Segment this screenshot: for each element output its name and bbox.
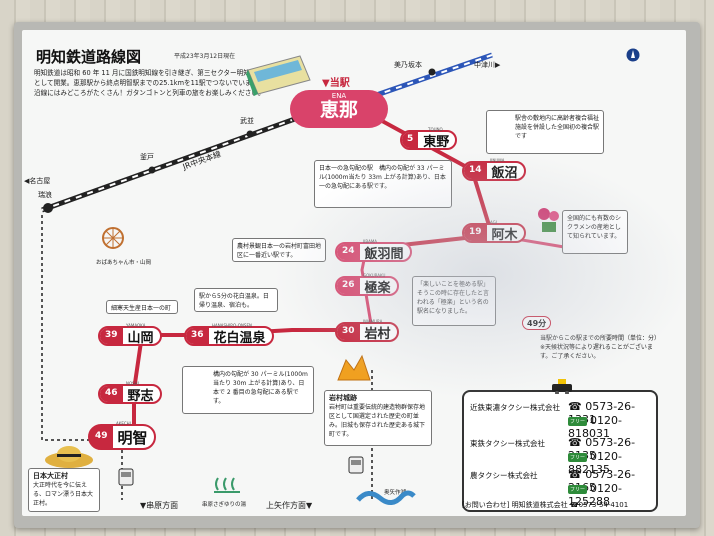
taxi-company-3: 農タクシー株式会社 [470, 471, 538, 480]
note-iwamura-body: 岩村町は重要伝統的建造物群保存地区として国選定された歴史の町並み。旧城も保存され… [329, 404, 426, 438]
intro-text: 明知鉄道は昭和 60 年 11 月に国鉄明知線を引き継ぎ、第三セクター明知鉄道と… [34, 69, 265, 97]
station-reading: GOKURAKU [363, 273, 386, 278]
station-hanashiro-onsen[interactable]: HANASHIRO-ONSEN 36 花白温泉 [184, 323, 274, 346]
station-name: 明智 [117, 428, 148, 447]
note-hanashiro: 駅から5分の花白温泉。日帰り温泉、宿泊も。 [194, 288, 278, 312]
note-akechi-title: 日本大正村 [33, 472, 68, 480]
route-map-board: 明知鉄道路線図 平成23年3月12日現在 明知鉄道は昭和 60 年 11 月に国… [22, 30, 686, 516]
note-obaachan: おばあちゃん市・山岡 [96, 260, 152, 266]
station-yamaoka[interactable]: YAMAOKA 39 山岡 [98, 323, 162, 346]
jr-takenami-label: 武並 [240, 117, 254, 125]
station-reading: TOUNO [428, 127, 443, 132]
station-reading: NOSHI [126, 381, 139, 386]
jr-minosakamoto-label: 美乃坂本 [394, 61, 422, 69]
station-gokuraku[interactable]: GOKURAKU 26 極楽 [335, 273, 399, 296]
bus-icon-2 [348, 456, 364, 474]
station-reading: IWAMURA [363, 319, 383, 324]
minutes-badge: 39 [100, 328, 123, 344]
map-title: 明知鉄道路線図 [36, 48, 142, 66]
note-yamaoka: 細寒天生産日本一の町 [106, 300, 178, 314]
station-name: 野志 [127, 388, 154, 404]
note-gokuraku: 「楽しいことを極める駅」そうこの時に存在したと言われる「極楽」という名の駅名にな… [412, 276, 496, 326]
minutes-badge: 19 [464, 225, 487, 241]
time-legend-badge: 49分 [522, 316, 552, 330]
minutes-badge: 14 [464, 163, 487, 179]
jr-nagoya-label: ◀名古屋 [24, 177, 51, 185]
minutes-badge: 30 [337, 324, 360, 340]
station-name: 恵那 [319, 99, 358, 121]
minutes-badge: 46 [100, 386, 123, 402]
minutes-badge: 36 [186, 328, 209, 344]
taxi-info-panel: 近鉄東濃タクシー株式会社 ☎ 0573-26-1331 フリー0120-8180… [462, 379, 658, 512]
taxi-company-1: 近鉄東濃タクシー株式会社 [470, 403, 560, 412]
station-touno[interactable]: TOUNO 5 東野 [400, 127, 458, 150]
station-reading: ENA [331, 92, 347, 100]
station-ena[interactable]: ENA 恵那 [290, 90, 388, 128]
iwamura-castle-icon [337, 354, 371, 381]
station-name: 山岡 [127, 330, 154, 346]
direction-kamiyahagi: 上矢作方面▼ [266, 501, 313, 510]
station-iibama[interactable]: IIBAMA 24 飯羽間 [335, 239, 412, 262]
note-kushihara-yu: 串原さぎゆりの湯 [202, 502, 247, 508]
station-reading: HANASHIRO-ONSEN [212, 323, 252, 328]
note-iwamura-title: 岩村城跡 [329, 394, 357, 402]
minutes-badge: 5 [402, 132, 419, 148]
minutes-badge: 24 [337, 244, 360, 260]
jr-nakatsugawa-label: 中津川▶ [474, 61, 501, 69]
station-noshi[interactable]: NOSHI 46 野志 [98, 381, 162, 404]
jr-kamado-label: 釜戸 [140, 153, 154, 161]
station-akechi[interactable]: AKECHI 49 明智 [88, 421, 156, 450]
jr-mizunami-label: 瑞浪 [38, 191, 52, 199]
note-okuyahagi: 奥矢作湖 [384, 490, 407, 496]
station-name: 飯沼 [491, 165, 518, 181]
as-of-date: 平成23年3月12日現在 [174, 53, 236, 60]
direction-kushihara: ▼串原方面 [140, 501, 179, 510]
bus-icon [118, 468, 134, 486]
note-iwamura: 岩村城跡 岩村町は重要伝統的建造物群保存地区として国選定された歴史の町並み。旧城… [324, 390, 432, 446]
station-agi[interactable]: AGI 19 阿木 [462, 220, 526, 243]
taxi-icon [552, 379, 572, 394]
current-station-marker: ▼当駅 [322, 78, 350, 89]
station-reading: IINUMA [490, 158, 505, 163]
lake-icon [356, 490, 416, 505]
straw-hat-icon [45, 446, 93, 468]
ferris-wheel-icon [102, 227, 124, 249]
note-agi: 全国的にも有数のシクラメンの産地として知られています。 [562, 210, 628, 254]
station-reading: IIBAMA [363, 239, 378, 244]
cyclamen-flower-icon [538, 208, 559, 232]
note-akechi-body: 大正時代を今に伝える、ロマン漂う日本大正村。 [33, 482, 94, 507]
jr-line-east [361, 52, 493, 103]
minutes-badge: 49 [90, 426, 113, 448]
note-touno: 駅舎の敷地内に高齢者複合福祉施設を併設した全国初の複合駅です [486, 110, 604, 154]
north-compass-icon [626, 48, 640, 62]
station-reading: AGI [490, 220, 497, 225]
taxi-company-2: 東鉄タクシー株式会社 [470, 439, 545, 448]
note-noshi: 構内の勾配が 30 パーミル(1000m当たり 30m 上がる計算)あり、日本で… [182, 366, 314, 414]
station-reading: AKECHI [116, 421, 131, 426]
minutes-badge: 26 [337, 278, 360, 294]
station-iinuma[interactable]: IINUMA 14 飯沼 [462, 158, 526, 181]
onsen-icon [214, 477, 240, 493]
note-akechi: 日本大正村 大正時代を今に伝える、ロマン漂う日本大正村。 [28, 468, 100, 512]
station-iwamura[interactable]: IWAMURA 30 岩村 [335, 319, 399, 342]
note-iinuma: 日本一の急勾配の駅 構内の勾配が 33 パーミル(1000m当たり 33m 上が… [314, 160, 452, 208]
station-name: 極楽 [364, 280, 391, 296]
contact-info: [お問い合わせ] 明知鉄道株式会社 ☎0573-54-4101 [462, 501, 629, 509]
station-name: 飯羽間 [364, 246, 404, 262]
station-name: 阿木 [491, 227, 518, 243]
station-name: 花白温泉 [213, 330, 266, 346]
train-icon [246, 55, 311, 96]
station-reading: YAMAOKA [126, 323, 146, 328]
station-name: 東野 [423, 134, 450, 150]
time-legend-text: 当駅からこの駅までの所要時間（単位：分）※天候状況等により遅れることがございます… [540, 335, 661, 360]
note-iibama: 農村景観日本一の岩村町富田地区に一番近い駅です。 [232, 238, 326, 262]
station-name: 岩村 [364, 326, 391, 342]
